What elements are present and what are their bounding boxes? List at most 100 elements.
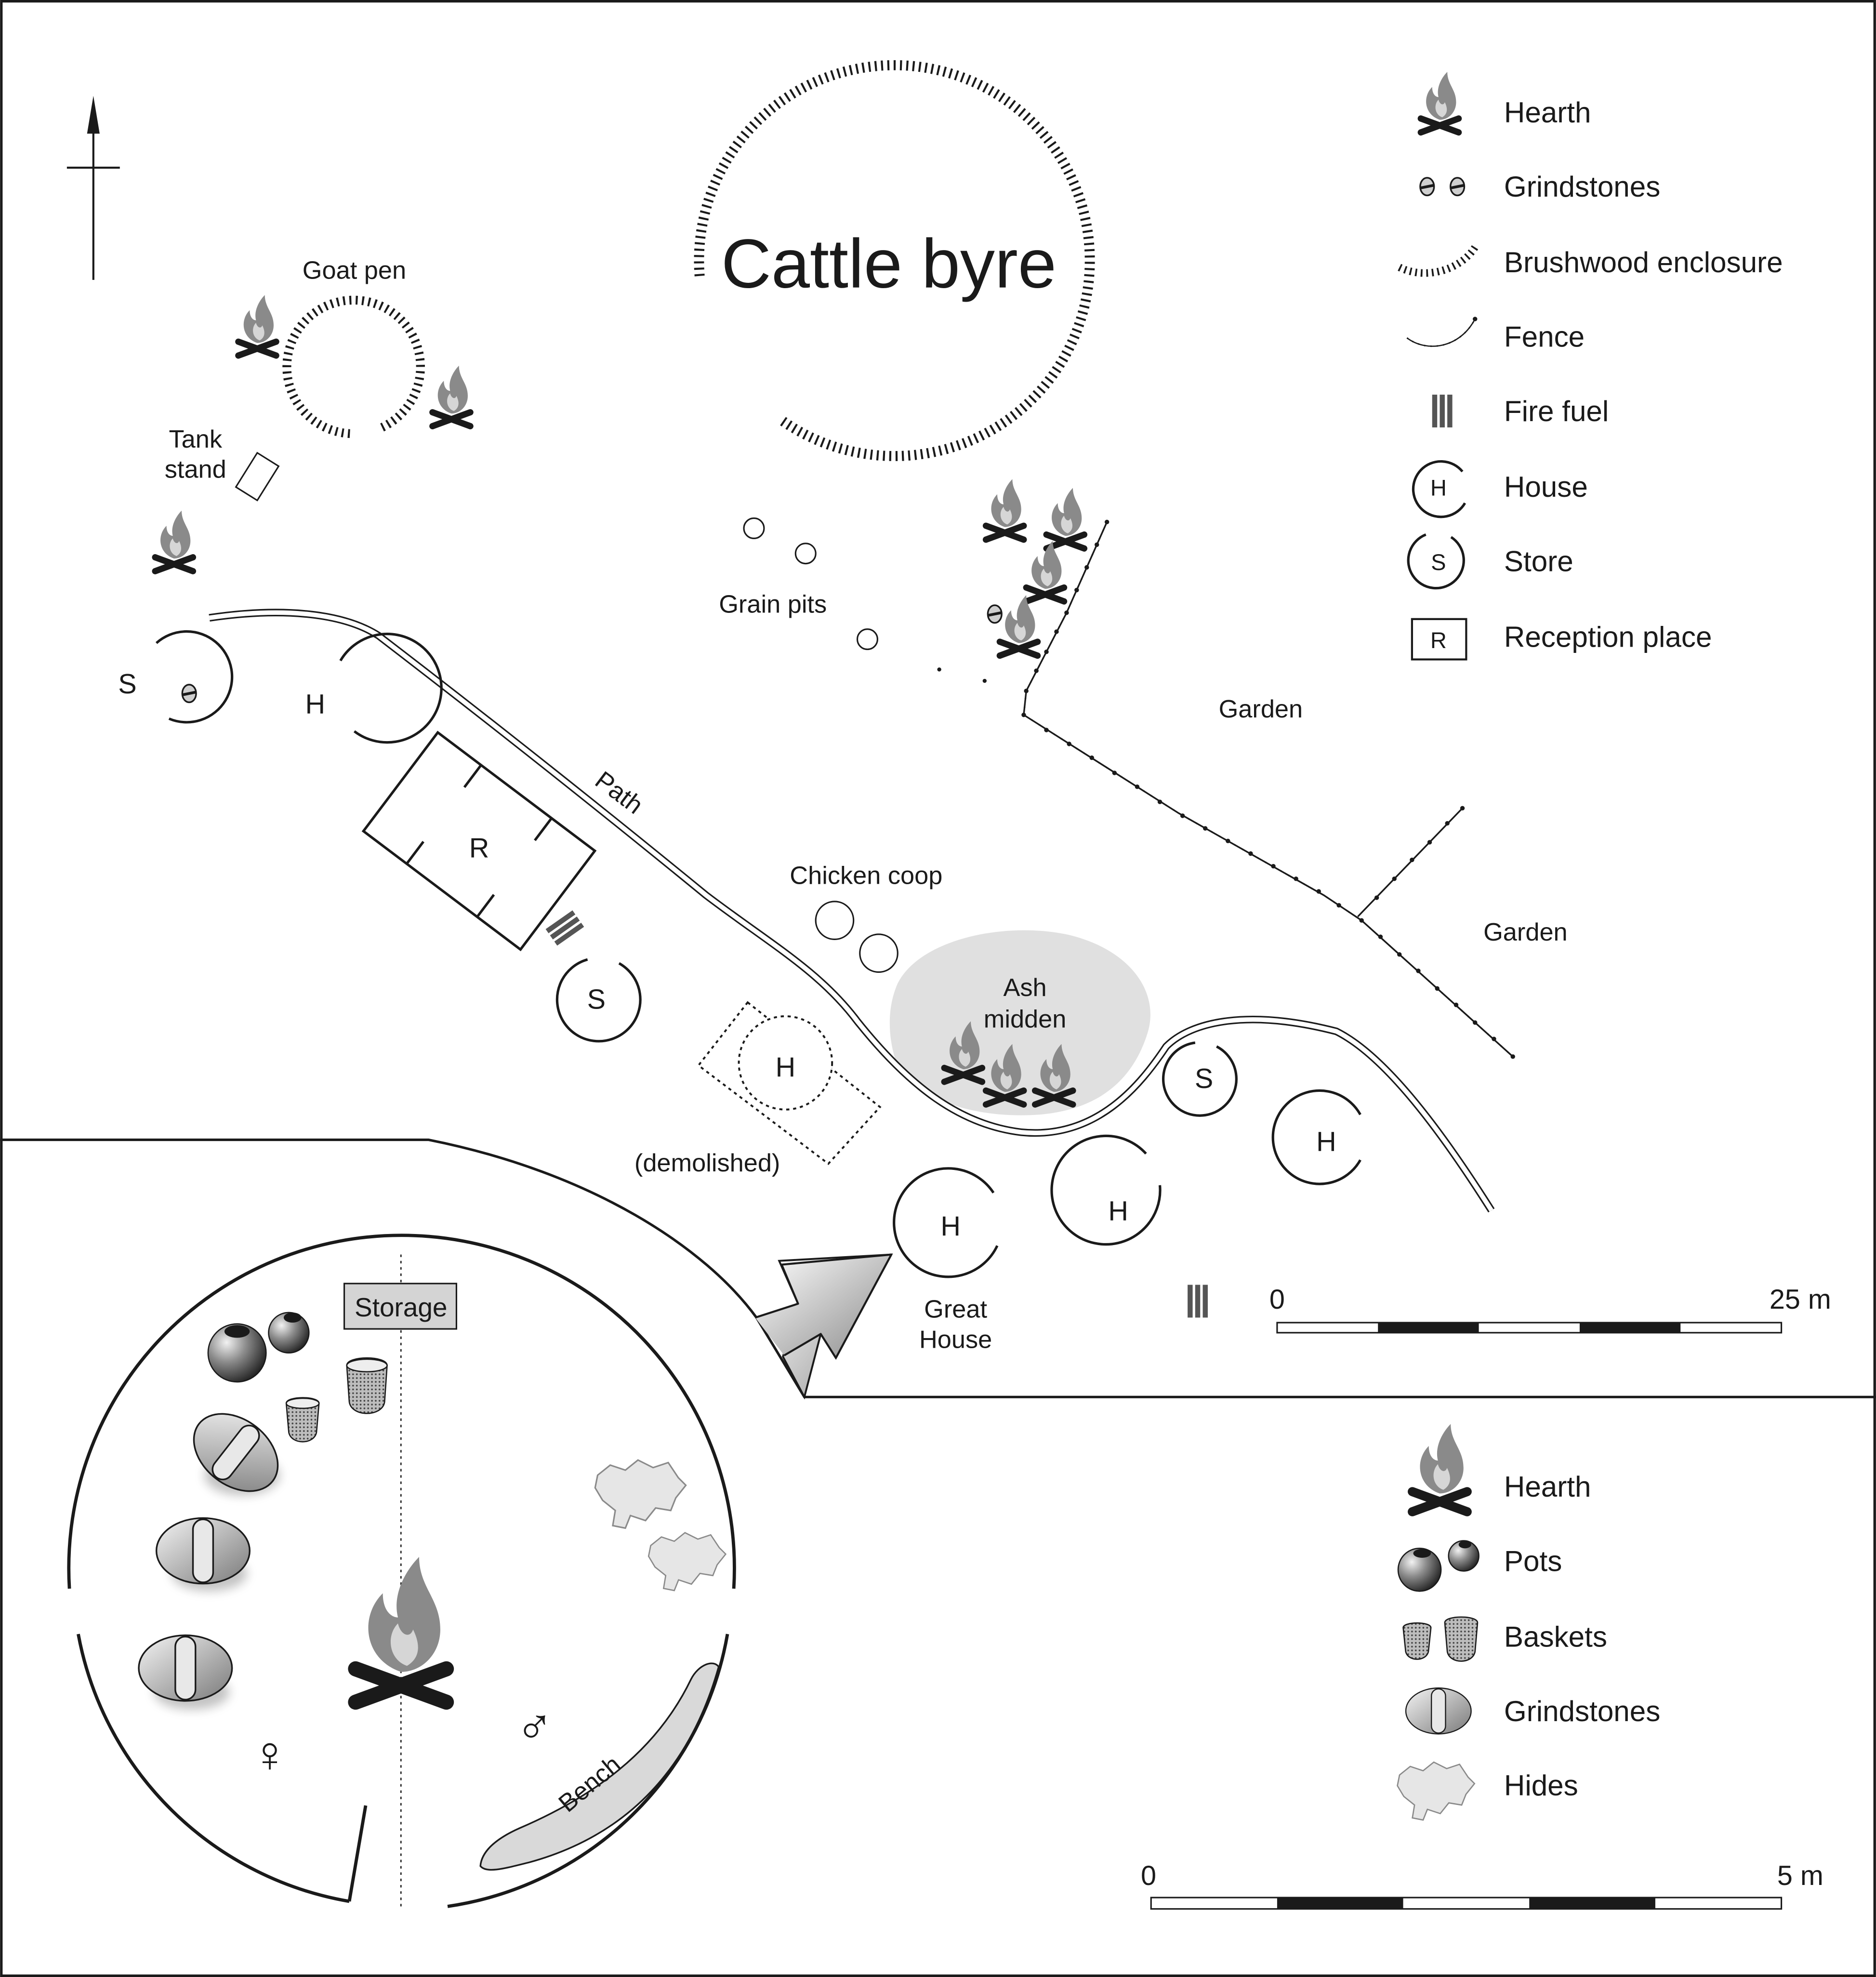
scale-bottom-start: 0 bbox=[1141, 1860, 1156, 1891]
hearth-icon bbox=[238, 295, 277, 356]
fire-fuel-icon bbox=[545, 910, 584, 946]
hearth-icon bbox=[1046, 488, 1084, 549]
goat-pen-enclosure bbox=[282, 295, 425, 438]
house-outline bbox=[1050, 1134, 1162, 1246]
legend-label: Fire fuel bbox=[1504, 395, 1609, 427]
great-house-label-2: House bbox=[919, 1326, 992, 1353]
scale-top-start: 0 bbox=[1269, 1284, 1285, 1315]
hides-icon bbox=[1397, 1761, 1476, 1821]
legend-reception-symbol: R bbox=[1430, 627, 1447, 653]
demolished-label: (demolished) bbox=[634, 1149, 780, 1177]
store-outline bbox=[1162, 1041, 1238, 1117]
storage-box bbox=[343, 1283, 457, 1330]
fire-fuel-icon bbox=[1432, 395, 1453, 428]
store-symbol: S bbox=[587, 984, 606, 1015]
hearth-icon bbox=[1421, 72, 1459, 133]
grindstones bbox=[138, 1397, 294, 1710]
legend-label: Baskets bbox=[1504, 1620, 1607, 1653]
house-interior-plan bbox=[67, 1234, 736, 1911]
grindstones-icon bbox=[988, 605, 1002, 623]
legend-bottom bbox=[1397, 1424, 1480, 1821]
callout-arrow bbox=[754, 1253, 893, 1359]
fence-icon bbox=[1406, 317, 1478, 347]
hides bbox=[594, 1459, 687, 1529]
reception-place-building bbox=[361, 730, 597, 952]
legend-label: Reception place bbox=[1504, 621, 1712, 653]
cattle-byre-label: Cattle byre bbox=[721, 226, 1057, 303]
legend-label: Hearth bbox=[1504, 1471, 1591, 1503]
marker-dot bbox=[982, 678, 987, 683]
scale-top-end: 25 m bbox=[1770, 1284, 1831, 1315]
legend-label: Brushwood enclosure bbox=[1504, 246, 1783, 279]
grain-pits bbox=[743, 517, 878, 650]
legend-label: Hearth bbox=[1504, 96, 1591, 129]
grain-pits-label: Grain pits bbox=[719, 591, 827, 619]
house-symbol: H bbox=[1108, 1196, 1128, 1227]
garden-label-1: Garden bbox=[1219, 695, 1303, 723]
inset-divider bbox=[0, 1138, 1876, 1398]
reception-place-icon bbox=[1411, 618, 1467, 661]
hearth-icon bbox=[356, 1557, 446, 1702]
bench bbox=[479, 1662, 720, 1871]
north-arrow-icon bbox=[66, 95, 120, 280]
legend-top-labels: Hearth Grindstones Brushwood enclosure F… bbox=[1504, 96, 1783, 653]
legend-label: Pots bbox=[1504, 1545, 1562, 1577]
ash-midden-label-2: midden bbox=[984, 1006, 1067, 1034]
store-icon bbox=[1407, 533, 1465, 590]
grindstones-icon bbox=[182, 685, 196, 703]
store-outline bbox=[155, 630, 234, 724]
tank-stand-label-2: stand bbox=[165, 456, 226, 484]
garden-label-2: Garden bbox=[1483, 918, 1568, 946]
baskets-icon bbox=[1402, 1616, 1479, 1662]
fire-fuel-icon bbox=[1188, 1285, 1208, 1318]
pots bbox=[207, 1312, 310, 1383]
chicken-coop-label: Chicken coop bbox=[790, 862, 942, 889]
marker-dot bbox=[937, 667, 941, 672]
legend-bottom-labels: Hearth Pots Baskets Grindstones Hides bbox=[1504, 1471, 1660, 1802]
storage-label: Storage bbox=[355, 1292, 447, 1322]
hearth-icon bbox=[155, 511, 193, 571]
grindstones-icon bbox=[1405, 1687, 1472, 1735]
chicken-coop-circle bbox=[859, 933, 898, 973]
ash-midden-label-1: Ash bbox=[1003, 974, 1046, 1002]
legend-label: House bbox=[1504, 471, 1588, 503]
legend-store-symbol: S bbox=[1431, 549, 1446, 575]
house-symbol: H bbox=[940, 1211, 961, 1242]
scale-bottom-end: 5 m bbox=[1777, 1860, 1823, 1891]
chicken-coop-circle bbox=[815, 901, 855, 941]
legend-label: Grindstones bbox=[1504, 171, 1660, 203]
store-symbol: S bbox=[1195, 1063, 1213, 1094]
store-symbol: S bbox=[118, 669, 136, 700]
cattle-byre-enclosure bbox=[694, 60, 1095, 461]
goat-pen-label: Goat pen bbox=[303, 256, 406, 284]
house-outline bbox=[339, 633, 443, 744]
house-symbol: H bbox=[305, 689, 326, 720]
tank-stand-shape bbox=[235, 451, 280, 502]
hearth-icon bbox=[433, 366, 471, 426]
house-icon bbox=[1412, 460, 1466, 518]
legend-label: Hides bbox=[1504, 1769, 1578, 1802]
male-symbol: ♂ bbox=[515, 1698, 554, 1755]
fence-posts bbox=[1021, 519, 1515, 1059]
hearth-icon bbox=[986, 479, 1024, 540]
brushwood-enclosure-icon bbox=[1398, 245, 1479, 277]
tank-stand-label-1: Tank bbox=[169, 425, 222, 453]
house-outline bbox=[1271, 1089, 1361, 1185]
reception-symbol: R bbox=[469, 833, 489, 863]
path-track-inner bbox=[209, 610, 1493, 1212]
hearth-icon bbox=[1413, 1424, 1467, 1512]
pots-icon bbox=[1397, 1540, 1480, 1592]
hearth-icon bbox=[1000, 595, 1038, 656]
legend-top bbox=[1398, 72, 1479, 661]
house-symbol: H bbox=[1316, 1127, 1336, 1157]
great-house-label-1: Great bbox=[924, 1295, 987, 1323]
grindstones-icon bbox=[1420, 178, 1465, 196]
great-house-outline bbox=[893, 1167, 999, 1278]
hides bbox=[647, 1532, 727, 1592]
house-symbol: H bbox=[776, 1052, 796, 1083]
store-outline bbox=[555, 958, 642, 1043]
scale-bar-top bbox=[1276, 1322, 1783, 1334]
legend-label: Fence bbox=[1504, 321, 1585, 353]
